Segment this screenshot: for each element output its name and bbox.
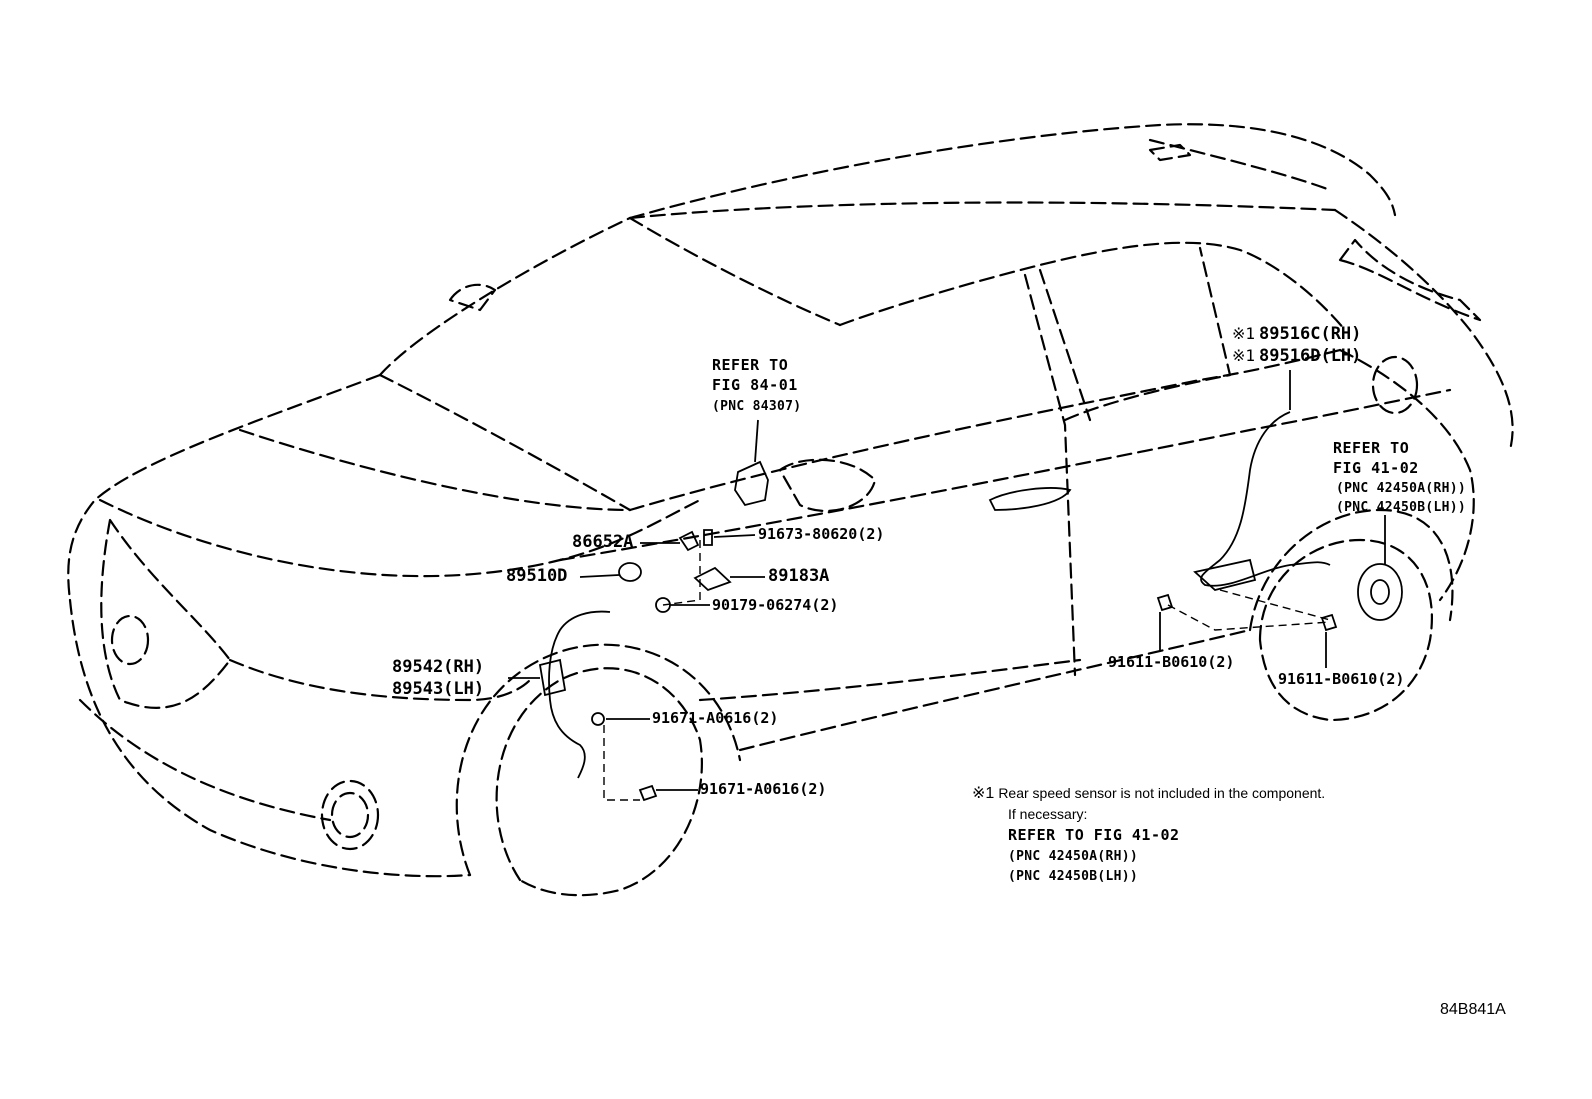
front-bumper <box>68 598 472 878</box>
part-89516d-text: 89516D(LH) <box>1259 346 1362 366</box>
fog-lamp-outer <box>320 779 380 851</box>
bracket-89183a <box>693 566 732 592</box>
door-handle <box>988 487 1072 511</box>
note-line-5: (PNC 42450B(LH)) <box>1008 869 1139 884</box>
guide-front-bolt <box>603 725 640 801</box>
part-89183a-label: 89183A <box>768 566 830 586</box>
front-sensor-body <box>538 658 567 697</box>
note-text-1: Rear speed sensor is not included in the… <box>998 785 1326 801</box>
part-89543-label: 89543(LH) <box>392 679 485 699</box>
hood-outline <box>67 373 382 602</box>
note-line-4: (PNC 42450A(RH)) <box>1008 849 1139 864</box>
note-line-3: REFER TO FIG 41-02 <box>1008 826 1180 844</box>
tail-light <box>1338 238 1482 322</box>
hood-crease <box>98 498 702 578</box>
note-mark-lh: ※1 <box>1232 346 1256 365</box>
refer-fig84-pnc: (PNC 84307) <box>712 399 802 414</box>
bolt-91671-lower <box>638 784 658 802</box>
part-90179-label: 90179-06274(2) <box>712 596 839 614</box>
sensor-89510d <box>618 562 642 582</box>
door-frame-front <box>1023 273 1077 677</box>
guide-rear-bolts <box>1167 604 1331 631</box>
leader-89510d <box>579 574 620 578</box>
part-91673-label: 91673-80620(2) <box>758 525 885 543</box>
front-tire <box>495 667 703 897</box>
part-89510d-label: 89510D <box>506 566 568 586</box>
side-glass <box>1063 246 1232 422</box>
front-side-marker <box>110 614 150 666</box>
refer-fig41-line2: FIG 41-02 <box>1333 459 1419 477</box>
roof-outline <box>628 123 1397 220</box>
guide-front-upper <box>662 540 701 606</box>
cowl-line <box>238 428 632 512</box>
bolt-91671-upper <box>591 712 605 726</box>
clamp-86652a <box>678 530 700 552</box>
window-frame <box>838 241 1347 332</box>
steering-sensor-part <box>734 460 769 507</box>
leader-refer84 <box>754 419 759 463</box>
leader-91673 <box>713 534 756 538</box>
door-bottom <box>698 658 1082 702</box>
rear-sensor-mount <box>1193 558 1257 591</box>
bolt-91611-right <box>1320 613 1338 632</box>
part-91611-right-label: 91611-B0610(2) <box>1278 670 1405 688</box>
refer-fig84-line1: REFER TO <box>712 356 789 374</box>
rear-wheel-arch <box>1248 508 1454 632</box>
bolt-91611-left <box>1156 593 1174 612</box>
side-crease <box>558 388 1452 562</box>
fog-lamp <box>330 791 370 839</box>
bolt-91673 <box>703 529 713 546</box>
note-line-2: If necessary: <box>1008 806 1088 822</box>
rear-reflector <box>1371 355 1419 415</box>
front-wheel-arch <box>455 643 742 877</box>
antenna-mount <box>448 283 497 312</box>
part-86652a-label: 86652A <box>572 532 634 552</box>
note-mark-rh: ※1 <box>1232 324 1256 343</box>
part-89542-label: 89542(RH) <box>392 657 485 677</box>
rear-tire <box>1258 538 1433 722</box>
guide-rear-hub <box>1219 589 1331 621</box>
windshield-base <box>378 216 632 377</box>
rear-hub-center <box>1370 579 1390 605</box>
rear-sensor-harness <box>1200 411 1331 587</box>
headlight <box>228 658 532 702</box>
rear-hub <box>1357 563 1403 621</box>
a-pillar <box>378 373 632 512</box>
note-mark: ※1 <box>972 785 995 802</box>
door-frame-rear <box>1038 268 1092 422</box>
refer-fig41-line1: REFER TO <box>1333 439 1410 457</box>
rear-quarter <box>1338 348 1475 602</box>
part-91671-lower-label: 91671-A0616(2) <box>700 780 827 798</box>
refer-fig84-line2: FIG 84-01 <box>712 376 798 394</box>
fuel-door <box>1148 143 1192 162</box>
side-mirror <box>778 458 877 513</box>
refer-fig41-pnc-lh: (PNC 42450B(LH)) <box>1336 500 1467 515</box>
rear-spoiler <box>1148 138 1332 192</box>
rear-hatch <box>1333 208 1514 452</box>
front-sensor-harness <box>548 610 611 779</box>
belt-line <box>628 348 1342 512</box>
figure-id: 84B841A <box>1440 1001 1506 1018</box>
refer-fig41-pnc-rh: (PNC 42450A(RH)) <box>1336 481 1467 496</box>
part-91611-left-label: 91611-B0610(2) <box>1108 653 1235 671</box>
part-89516c-text: 89516C(RH) <box>1259 324 1362 344</box>
rocker-line <box>738 628 1252 752</box>
bumper-lower <box>78 698 332 822</box>
roof-rail <box>628 201 1337 220</box>
windshield-top <box>628 216 842 327</box>
front-grille <box>100 518 232 709</box>
part-91671-upper-label: 91671-A0616(2) <box>652 709 779 727</box>
